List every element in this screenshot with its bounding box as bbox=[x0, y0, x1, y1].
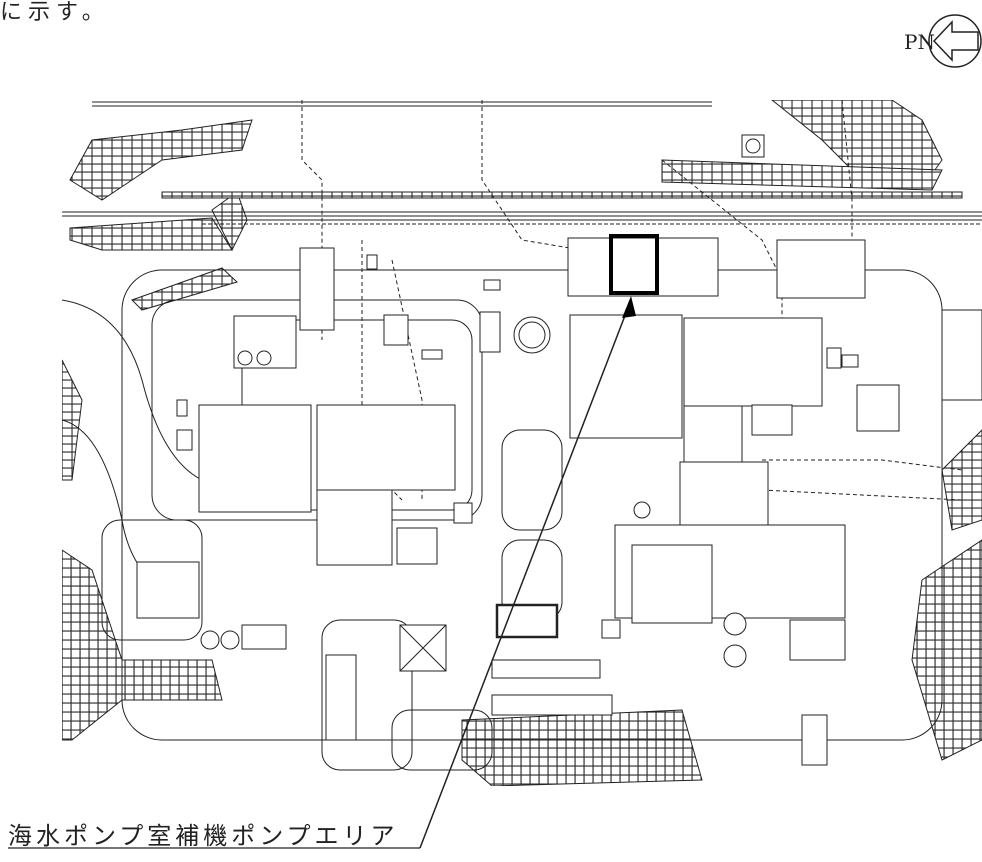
callout-label: 海水ポンプ室補機ポンプエリア bbox=[8, 822, 399, 850]
seawater-pump-area-highlight bbox=[609, 234, 659, 295]
building-d bbox=[316, 404, 456, 491]
building-e bbox=[316, 489, 393, 566]
building-h bbox=[683, 317, 823, 407]
building-c bbox=[198, 404, 312, 513]
site-boundary-top bbox=[92, 101, 712, 107]
plant-north-arrow-icon bbox=[928, 14, 982, 68]
building-a bbox=[299, 247, 335, 331]
intro-text-fragment: に示す。 bbox=[0, 0, 110, 25]
building-f bbox=[567, 237, 719, 297]
building-g bbox=[569, 314, 683, 439]
buildings bbox=[136, 134, 982, 766]
slope-areas bbox=[62, 100, 982, 786]
site-layout-map bbox=[62, 100, 982, 786]
